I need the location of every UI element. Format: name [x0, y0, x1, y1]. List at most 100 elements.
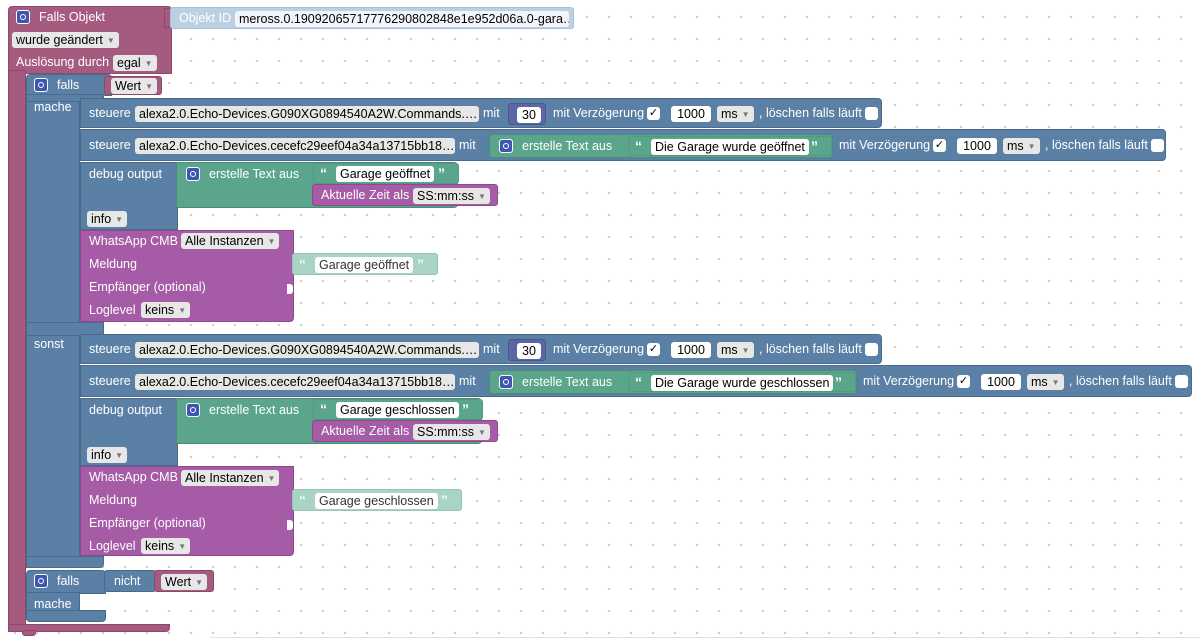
if-label: falls [57, 78, 80, 92]
target-state-field[interactable]: alexa2.0.Echo-Devices.cecefc29eef04a34a1… [135, 138, 455, 154]
number-input[interactable]: 30 [517, 107, 541, 123]
second-if-label: falls [57, 574, 80, 588]
quote-close-icon: ” [438, 165, 445, 181]
debug-level-dropdown[interactable]: info▼ [87, 447, 128, 463]
condition-dropdown[interactable]: wurde geändert▼ [12, 32, 119, 48]
sonst-row [26, 322, 104, 336]
time-format-dropdown[interactable]: SS:mm:ss▼ [413, 424, 490, 440]
steuere-label: steuere [89, 138, 131, 152]
whatsapp-block[interactable]: WhatsApp CMB Alle Instanzen▼ Meldung Emp… [80, 466, 294, 556]
unit-dropdown[interactable]: ms▼ [1003, 138, 1040, 154]
target-state-field[interactable]: alexa2.0.Echo-Devices.G090XG0894540A2W.C… [135, 342, 479, 358]
delay-checkbox[interactable]: ✓ [933, 139, 946, 152]
clear-label: , löschen falls läuft [759, 106, 862, 120]
delay-input[interactable]: 1000 [957, 138, 997, 154]
number-input[interactable]: 30 [517, 343, 541, 359]
message-input[interactable]: Garage geschlossen [315, 493, 438, 509]
condition-value-dropdown[interactable]: Wert▼ [111, 78, 158, 94]
steuere-block-3[interactable]: steuere alexa2.0.Echo-Devices.G090XG0894… [80, 334, 882, 364]
debug-output-block[interactable]: debug output info▼ [80, 162, 178, 230]
unit-dropdown[interactable]: ms▼ [1027, 374, 1064, 390]
erstelle-text-label: erstelle Text aus [209, 167, 300, 181]
not-value-dropdown[interactable]: Wert▼ [161, 574, 208, 590]
string-input[interactable]: Die Garage wurde geschlossen [651, 375, 834, 391]
debug-level-dropdown[interactable]: info▼ [87, 211, 128, 227]
object-id-label: Objekt ID [179, 11, 232, 25]
erstelle-text-block[interactable]: erstelle Text aus “ Die Garage wurde geö… [489, 134, 833, 158]
debug-output-block[interactable]: debug output info▼ [80, 398, 178, 466]
mit-label: mit [459, 138, 476, 152]
not-block[interactable]: nicht [104, 570, 156, 592]
not-label: nicht [114, 574, 141, 588]
second-if-gear-icon[interactable] [34, 574, 48, 588]
trigger-title: Falls Objekt [39, 10, 105, 24]
mache-label: mache [34, 100, 72, 114]
time-format-dropdown[interactable]: SS:mm:ss▼ [413, 188, 490, 204]
steuere-block-2[interactable]: steuere alexa2.0.Echo-Devices.cecefc29ee… [80, 129, 1166, 161]
string-block[interactable]: “ Garage geöffnet ” [313, 163, 459, 184]
delay-checkbox[interactable]: ✓ [647, 343, 660, 356]
meldung-label: Meldung [89, 493, 137, 507]
text-gear-icon[interactable] [499, 375, 513, 389]
object-id-input[interactable]: meross.0.19092065717776290802848e1e952d0… [235, 11, 569, 27]
number-block[interactable]: 30 [508, 103, 546, 125]
whatsapp-label: WhatsApp CMB [89, 234, 178, 248]
trigger-block-tab [22, 630, 36, 636]
quote-close-icon: ” [462, 401, 469, 417]
clear-checkbox[interactable] [1175, 375, 1188, 388]
clear-label: , löschen falls läuft [1069, 374, 1172, 388]
loglevel-dropdown[interactable]: keins▼ [141, 538, 191, 554]
current-time-block[interactable]: Aktuelle Zeit als SS:mm:ss▼ [312, 184, 498, 206]
ausloesung-dropdown[interactable]: egal▼ [113, 55, 157, 71]
ausloesung-label: Auslösung durch [16, 55, 110, 69]
instance-dropdown[interactable]: Alle Instanzen▼ [181, 470, 280, 486]
delay-checkbox[interactable]: ✓ [647, 107, 660, 120]
current-time-block[interactable]: Aktuelle Zeit als SS:mm:ss▼ [312, 420, 498, 442]
erstelle-text-label: erstelle Text aus [209, 403, 300, 417]
loglevel-dropdown[interactable]: keins▼ [141, 302, 191, 318]
second-mache-label: mache [34, 597, 72, 611]
text-gear-icon[interactable] [186, 403, 200, 417]
erstelle-text-block[interactable]: erstelle Text aus “ Die Garage wurde ges… [489, 370, 857, 394]
object-id-block[interactable]: Objekt ID meross.0.190920657177762908028… [170, 7, 574, 29]
delay-input[interactable]: 1000 [671, 106, 711, 122]
loglevel-label: Loglevel [89, 303, 136, 317]
delay-input[interactable]: 1000 [671, 342, 711, 358]
mit-label: mit [483, 106, 500, 120]
delay-input[interactable]: 1000 [981, 374, 1021, 390]
target-state-field[interactable]: alexa2.0.Echo-Devices.G090XG0894540A2W.C… [135, 106, 479, 122]
whatsapp-block[interactable]: WhatsApp CMB Alle Instanzen▼ Meldung Emp… [80, 230, 294, 322]
string-input[interactable]: Garage geschlossen [336, 402, 459, 418]
mit-label: mit [459, 374, 476, 388]
mit-label: mit [483, 342, 500, 356]
instance-dropdown[interactable]: Alle Instanzen▼ [181, 233, 280, 249]
text-gear-icon[interactable] [186, 167, 200, 181]
target-state-field[interactable]: alexa2.0.Echo-Devices.cecefc29eef04a34a1… [135, 374, 455, 390]
unit-dropdown[interactable]: ms▼ [717, 106, 754, 122]
text-gear-icon[interactable] [499, 139, 513, 153]
empfaenger-label: Empfänger (optional) [89, 516, 206, 530]
string-input[interactable]: Garage geöffnet [336, 166, 435, 182]
debug-output-label: debug output [89, 167, 162, 181]
string-input[interactable]: Die Garage wurde geöffnet [651, 139, 809, 155]
if-gear-icon[interactable] [34, 78, 48, 92]
clear-checkbox[interactable] [1151, 139, 1164, 152]
string-block[interactable]: “ Die Garage wurde geschlossen ” [628, 372, 856, 392]
delay-checkbox[interactable]: ✓ [957, 375, 970, 388]
message-string-block[interactable]: “ Garage geöffnet ” [292, 253, 438, 275]
unit-dropdown[interactable]: ms▼ [717, 342, 754, 358]
clear-checkbox[interactable] [865, 343, 878, 356]
string-block[interactable]: “ Garage geschlossen ” [313, 399, 483, 420]
steuere-block-1[interactable]: steuere alexa2.0.Echo-Devices.G090XG0894… [80, 98, 882, 128]
grid-line [210, 637, 1200, 638]
steuere-block-4[interactable]: steuere alexa2.0.Echo-Devices.cecefc29ee… [80, 365, 1192, 397]
message-string-block[interactable]: “ Garage geschlossen ” [292, 489, 462, 511]
clear-checkbox[interactable] [865, 107, 878, 120]
number-block[interactable]: 30 [508, 339, 546, 361]
message-input[interactable]: Garage geöffnet [315, 257, 414, 273]
settings-gear-icon[interactable] [16, 10, 30, 24]
condition-value-block[interactable]: Wert▼ [104, 76, 162, 95]
sonst-label: sonst [34, 337, 64, 351]
string-block[interactable]: “ Die Garage wurde geöffnet ” [628, 136, 832, 156]
not-value-block[interactable]: Wert▼ [154, 570, 214, 592]
